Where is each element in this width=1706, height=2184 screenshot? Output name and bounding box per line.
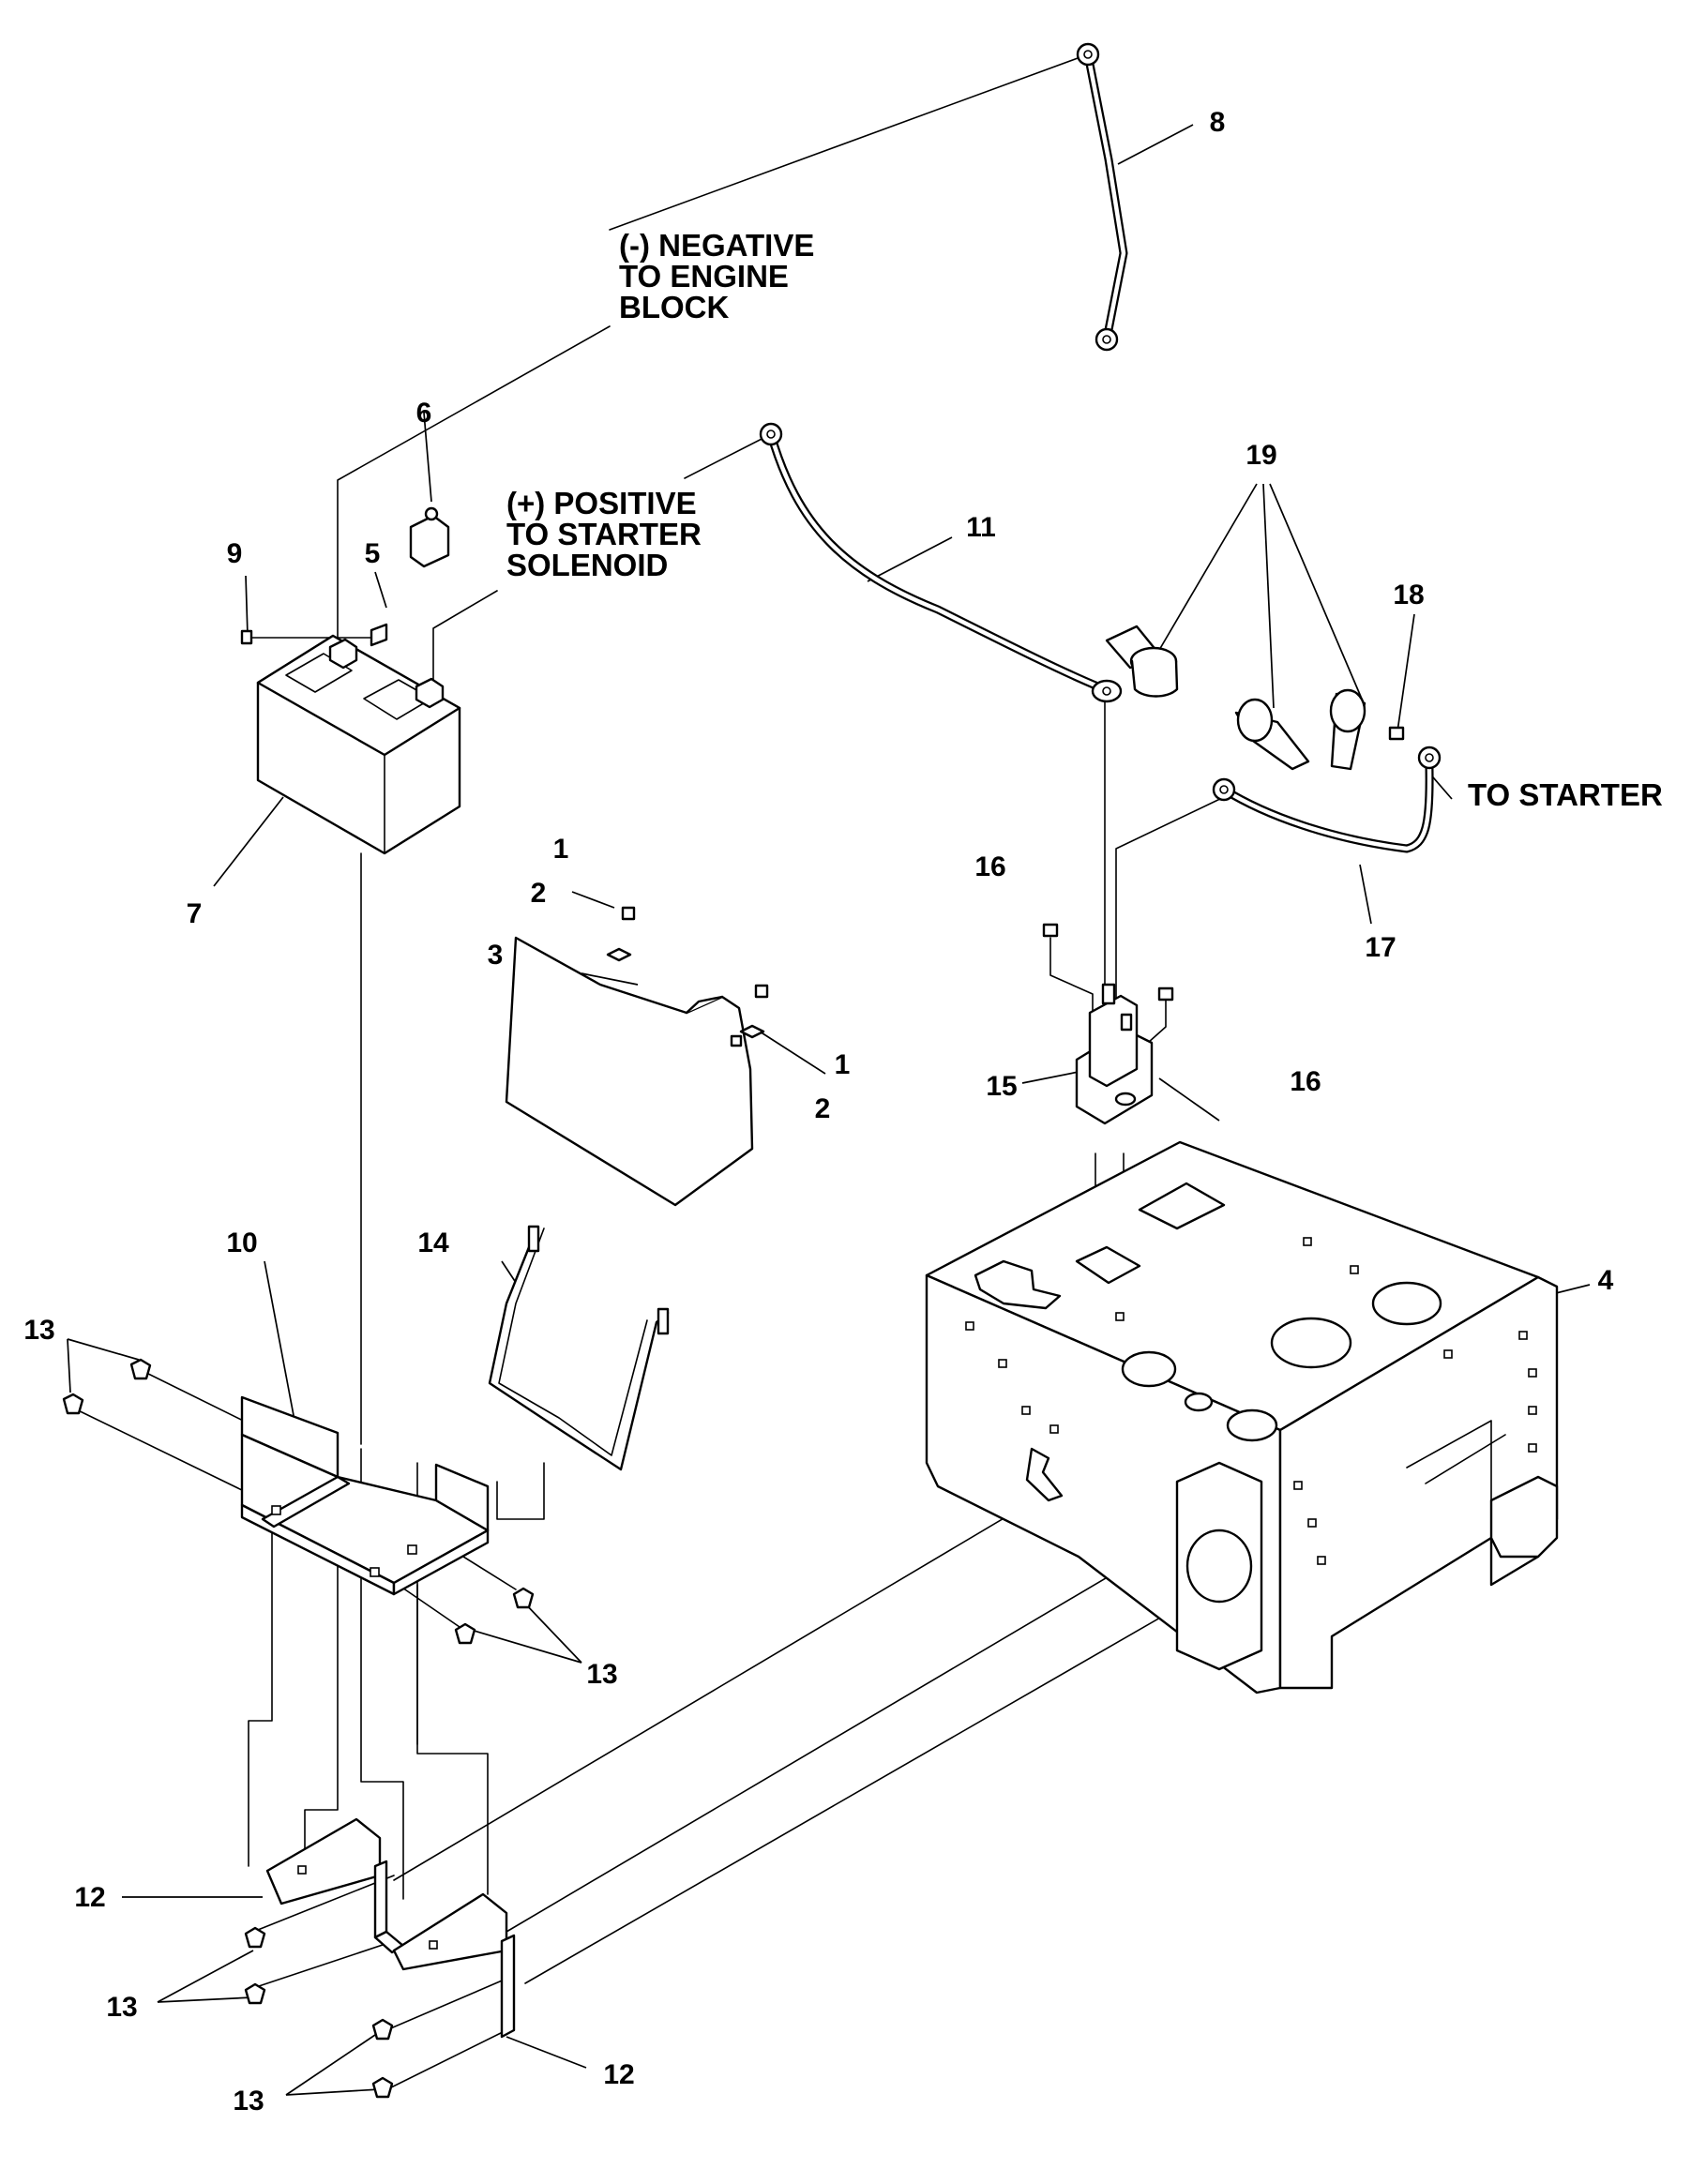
callout-6: 6 xyxy=(416,398,432,429)
negative-note: (-) NEGATIVE TO ENGINE BLOCK xyxy=(619,228,814,324)
callout-18: 18 xyxy=(1393,580,1424,610)
terminal-bolts xyxy=(240,623,388,647)
callout-19: 19 xyxy=(1246,440,1276,471)
negative-note-line-3: BLOCK xyxy=(619,290,729,324)
callout-1-upper: 1 xyxy=(553,834,569,865)
callout-11: 11 xyxy=(966,512,996,543)
callout-13-upper-left: 13 xyxy=(23,1315,54,1346)
callout-12-left: 12 xyxy=(74,1882,105,1913)
callout-3: 3 xyxy=(488,940,504,971)
to-starter-note: TO STARTER xyxy=(1468,777,1663,812)
starter-cable xyxy=(1212,746,1442,853)
hold-down-rod xyxy=(488,1225,670,1471)
callout-16-upper: 16 xyxy=(974,851,1005,882)
callout-7: 7 xyxy=(187,898,203,929)
battery xyxy=(256,634,461,855)
battery-hold-down xyxy=(505,936,754,1207)
callout-2-upper: 2 xyxy=(531,878,547,909)
callout-15: 15 xyxy=(986,1071,1017,1102)
hold-down-screws xyxy=(606,906,769,1039)
callout-12-right: 12 xyxy=(603,2059,634,2090)
positive-note-line-1: (+) POSITIVE xyxy=(506,486,697,520)
negative-cable xyxy=(1076,42,1128,352)
callout-numbers: 8 6 5 9 7 11 19 18 17 1 2 3 1 2 16 16 15… xyxy=(23,107,1613,2116)
callout-8: 8 xyxy=(1210,107,1226,138)
mounting-brackets xyxy=(265,1817,516,2039)
positive-cable xyxy=(759,422,1123,703)
positive-note-line-2: TO STARTER xyxy=(506,517,702,551)
terminal-cover xyxy=(409,506,450,568)
battery-tray xyxy=(240,1395,490,1596)
callout-17: 17 xyxy=(1365,932,1396,963)
callout-2-lower: 2 xyxy=(815,1093,831,1124)
callout-16-lower: 16 xyxy=(1290,1066,1321,1097)
callout-5: 5 xyxy=(365,538,381,569)
nuts xyxy=(1042,726,1405,1002)
callout-13-lower-left: 13 xyxy=(106,1992,137,2023)
positive-note-line-3: SOLENOID xyxy=(506,548,668,582)
terminal-boots xyxy=(1105,625,1366,771)
negative-note-line-1: (-) NEGATIVE xyxy=(619,228,814,263)
callout-13-tray-right: 13 xyxy=(586,1659,617,1690)
negative-note-line-2: TO ENGINE xyxy=(619,259,789,294)
tray-bolts xyxy=(62,1358,535,2099)
positive-note: (+) POSITIVE TO STARTER SOLENOID xyxy=(506,486,702,582)
starter-solenoid xyxy=(1075,983,1154,1125)
callout-9: 9 xyxy=(227,538,243,569)
callout-1-lower: 1 xyxy=(835,1049,851,1080)
callout-14: 14 xyxy=(417,1228,449,1258)
callout-10: 10 xyxy=(226,1228,257,1258)
frame xyxy=(925,1140,1559,1694)
callout-4: 4 xyxy=(1598,1265,1614,1296)
callout-13-bottom: 13 xyxy=(233,2086,264,2116)
